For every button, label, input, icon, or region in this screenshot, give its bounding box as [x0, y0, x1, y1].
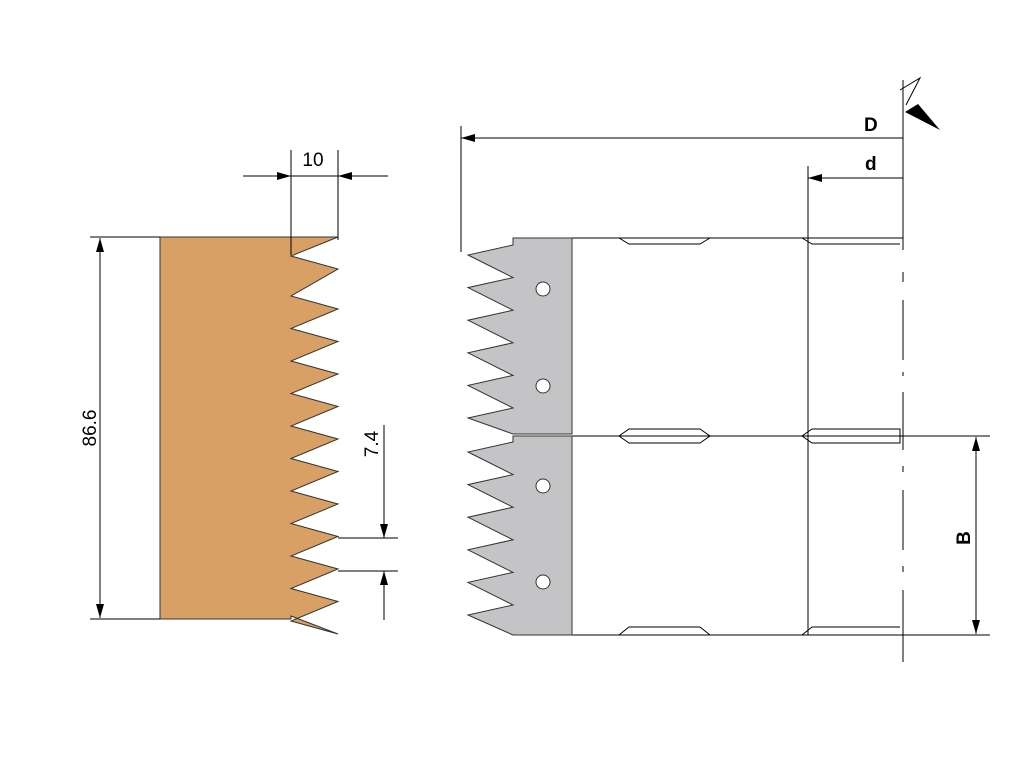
finger-profile-view: 86.6 10 7.4 — [80, 150, 398, 635]
block-height-label: B — [954, 531, 975, 545]
bore-diameter-label: d — [865, 154, 877, 175]
tooth-width-label: 10 — [302, 150, 323, 171]
height-dimension — [90, 236, 160, 620]
blade-screw-hole — [535, 574, 551, 590]
blade-screw-hole — [535, 378, 551, 394]
pitch-dimension-label: 7.4 — [362, 430, 383, 457]
blade-screw-hole — [535, 478, 551, 494]
finger-joint-profile — [159, 236, 340, 635]
cutter-block-view: D d B — [460, 76, 990, 662]
outer-diameter-label: D — [864, 115, 878, 136]
cutter-blade-upper — [466, 237, 573, 435]
outer-diameter-dimension — [460, 126, 903, 252]
tooth-width-dimension — [243, 150, 388, 255]
cutter-blade-lower — [466, 435, 573, 636]
block-height-dimension — [903, 435, 990, 636]
body-grooves — [618, 237, 901, 636]
blade-screw-hole — [535, 281, 551, 297]
cutter-body-outline — [572, 237, 903, 636]
height-dimension-label: 86.6 — [80, 410, 101, 447]
rotation-arrow-icon — [899, 76, 940, 130]
bore-diameter-dimension — [807, 166, 903, 238]
pitch-dimension — [338, 425, 398, 620]
